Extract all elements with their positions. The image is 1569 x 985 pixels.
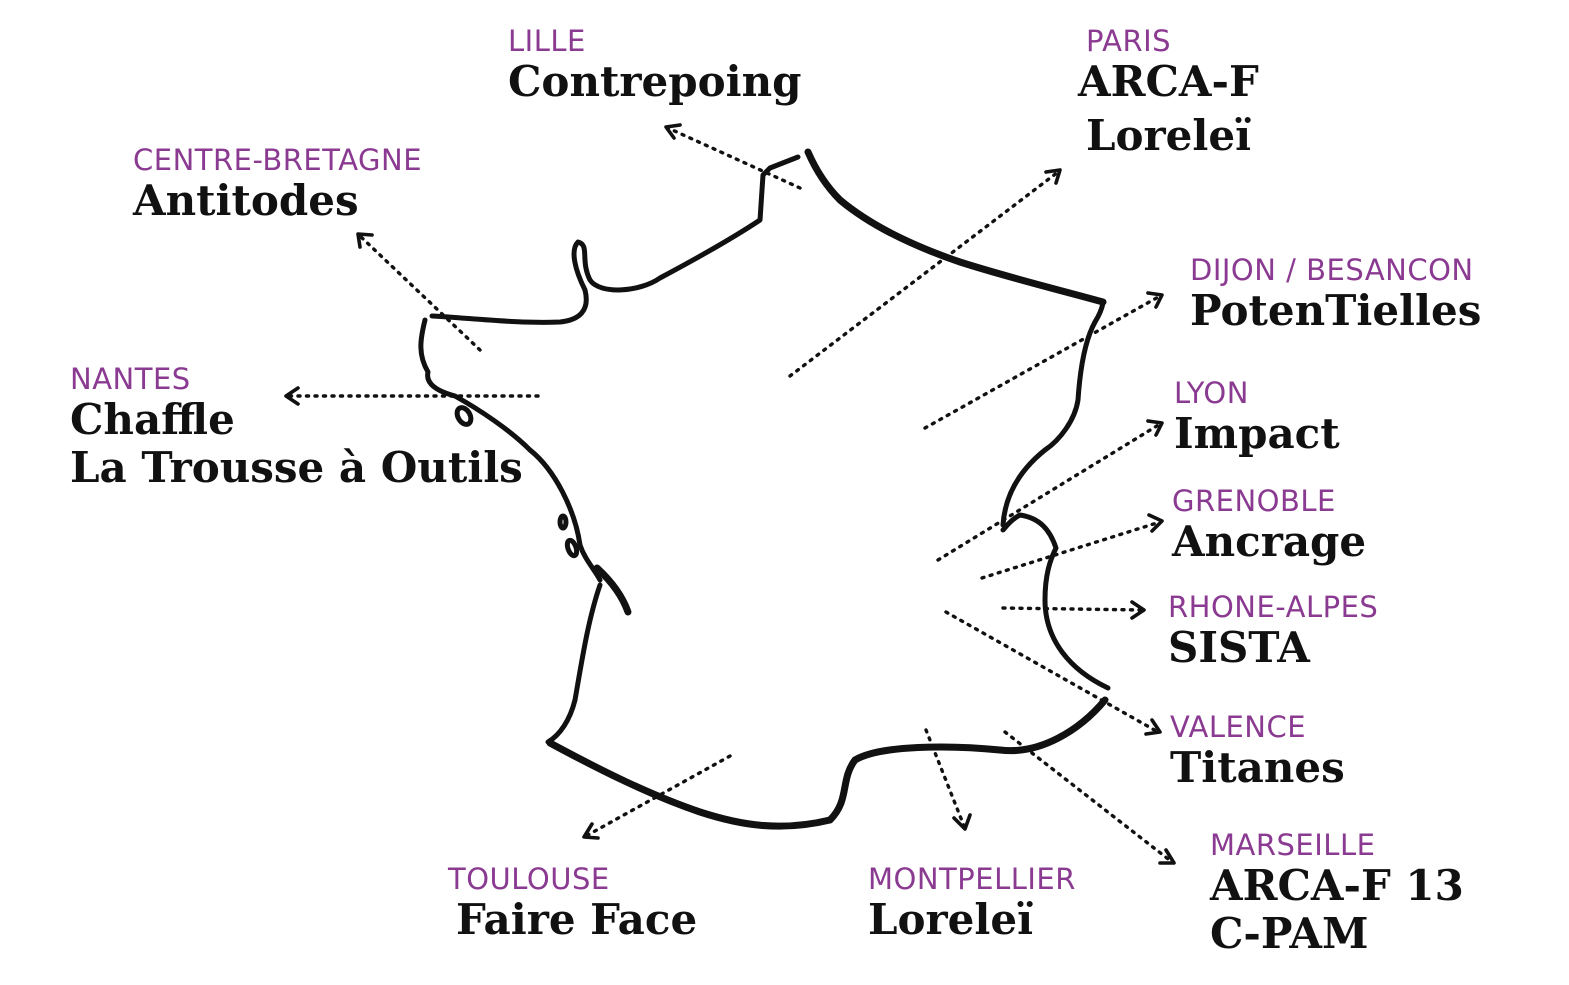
arrowhead-centre-bretagne xyxy=(356,232,374,249)
arrowhead-nantes xyxy=(284,386,300,406)
label-nantes: NANTES Chaffle La Trousse à Outils xyxy=(70,362,523,492)
group-paris-1: ARCA-F xyxy=(1078,57,1259,106)
region-paris: PARIS xyxy=(1086,24,1172,58)
arrowhead-valence xyxy=(1144,718,1162,736)
arrowhead-toulouse xyxy=(582,822,600,840)
arrowhead-paris xyxy=(1044,168,1062,185)
arrowhead-marseille xyxy=(1158,848,1176,865)
group-paris-2: Loreleï xyxy=(1086,111,1252,160)
region-marseille: MARSEILLE xyxy=(1210,828,1376,862)
france-outline xyxy=(418,148,1111,830)
region-montpellier: MONTPELLIER xyxy=(868,862,1076,896)
region-dijon-besancon: DIJON / BESANCON xyxy=(1190,253,1474,287)
gironde-estuary xyxy=(593,564,632,616)
arrowhead-lille xyxy=(664,123,682,140)
group-marseille-1: ARCA-F 13 xyxy=(1210,861,1464,910)
arrow-centre-bretagne xyxy=(358,234,482,352)
group-montpellier-1: Loreleï xyxy=(868,895,1034,944)
island-oleron xyxy=(564,537,580,559)
alps-border xyxy=(1000,512,1111,691)
aquitaine-coast xyxy=(545,582,603,745)
arrow-marseille xyxy=(1003,730,1174,864)
arrow-lyon xyxy=(936,422,1162,562)
northeast-border xyxy=(804,148,1107,306)
label-marseille: MARSEILLE ARCA-F 13 C-PAM xyxy=(1210,828,1464,958)
arrows xyxy=(284,123,1176,865)
label-montpellier: MONTPELLIER Loreleï xyxy=(868,862,1076,944)
region-lyon: LYON xyxy=(1174,376,1249,410)
west-coast xyxy=(418,317,603,583)
region-nantes: NANTES xyxy=(70,362,191,396)
group-lille-1: Contrepoing xyxy=(508,57,802,106)
label-lyon: LYON Impact xyxy=(1174,376,1340,458)
arrow-paris xyxy=(788,170,1060,378)
group-nantes-2: La Trousse à Outils xyxy=(70,443,523,492)
region-valence: VALENCE xyxy=(1170,710,1307,744)
arrow-lille xyxy=(666,126,802,190)
arrow-grenoble xyxy=(980,520,1162,580)
island-noirmoutier xyxy=(454,405,474,427)
jura-border xyxy=(1000,300,1106,528)
group-marseille-2: C-PAM xyxy=(1210,909,1369,958)
arrowhead-montpellier xyxy=(952,813,972,831)
region-lille: LILLE xyxy=(508,24,586,58)
north-coast xyxy=(429,154,801,325)
region-toulouse: TOULOUSE xyxy=(448,862,610,896)
region-grenoble: GRENOBLE xyxy=(1172,484,1336,518)
arrow-dijon xyxy=(923,294,1162,430)
label-paris: PARIS ARCA-F Loreleï xyxy=(1078,24,1259,160)
group-nantes-1: Chaffle xyxy=(70,395,235,444)
group-dijon-besancon-1: PotenTielles xyxy=(1190,286,1482,335)
group-centre-bretagne-1: Antitodes xyxy=(133,176,359,225)
island-re xyxy=(557,513,569,531)
region-centre-bretagne: CENTRE-BRETAGNE xyxy=(133,143,423,177)
arrowhead-dijon xyxy=(1146,291,1164,309)
region-rhone-alpes: RHONE-ALPES xyxy=(1168,590,1379,624)
label-dijon-besancon: DIJON / BESANCON PotenTielles xyxy=(1190,253,1481,335)
group-valence-1: Titanes xyxy=(1170,743,1345,792)
arrowhead-rhone-alpes xyxy=(1130,600,1146,620)
label-centre-bretagne: CENTRE-BRETAGNE Antitodes xyxy=(133,143,422,225)
arrow-valence xyxy=(944,610,1160,734)
group-rhone-alpes-1: SISTA xyxy=(1168,623,1310,672)
label-valence: VALENCE Titanes xyxy=(1170,710,1345,792)
arrowhead-grenoble xyxy=(1147,513,1164,533)
arrow-montpellier xyxy=(924,728,966,828)
group-grenoble-1: Ancrage xyxy=(1172,517,1367,566)
label-grenoble: GRENOBLE Ancrage xyxy=(1172,484,1366,566)
label-lille: LILLE Contrepoing xyxy=(508,24,801,106)
arrowhead-lyon xyxy=(1146,419,1164,437)
label-toulouse: TOULOUSE Faire Face xyxy=(448,862,697,944)
group-lyon-1: Impact xyxy=(1174,409,1340,458)
label-rhone-alpes: RHONE-ALPES SISTA xyxy=(1168,590,1378,672)
south-border xyxy=(546,696,1109,830)
arrow-toulouse xyxy=(584,754,732,838)
group-toulouse-1: Faire Face xyxy=(456,895,698,944)
arrow-rhone-alpes xyxy=(1001,606,1144,612)
